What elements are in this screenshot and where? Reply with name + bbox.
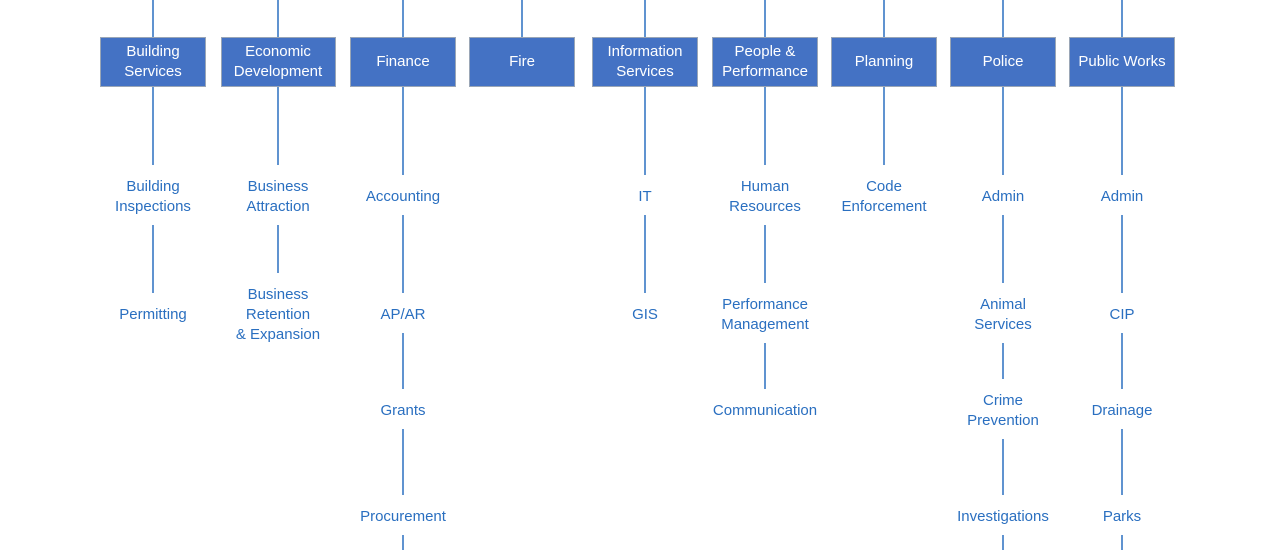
department-box-information-services: Information Services <box>592 37 698 87</box>
unit-label-code-enforcement: Code Enforcement <box>841 178 927 215</box>
department-box-finance: Finance <box>350 37 456 87</box>
unit-label-business-retention-and-expansion: Business Retention & Expansion <box>235 286 321 343</box>
unit-label-human-resources: Human Resources <box>729 178 801 215</box>
unit-label-crime-prevention: Crime Prevention <box>967 392 1039 429</box>
unit-label-gis: GIS <box>632 306 658 323</box>
unit-label-communication: Communication <box>712 402 818 419</box>
department-box-police: Police <box>950 37 1056 87</box>
unit-label-animal-services: Animal Services <box>974 296 1032 333</box>
department-box-building-services: Building Services <box>100 37 206 87</box>
unit-label-permitting: Permitting <box>119 306 187 323</box>
unit-label-grants: Grants <box>380 402 426 419</box>
unit-label-ap-ar: AP/AR <box>380 306 426 323</box>
unit-label-business-attraction: Business Attraction <box>246 178 310 215</box>
department-box-fire: Fire <box>469 37 575 87</box>
unit-label-drainage: Drainage <box>1091 402 1153 419</box>
unit-label-admin: Admin <box>1100 188 1144 205</box>
unit-label-procurement: Procurement <box>360 508 446 525</box>
unit-label-accounting: Accounting <box>365 188 441 205</box>
department-box-people-and-performance: People & Performance <box>712 37 818 87</box>
department-box-planning: Planning <box>831 37 937 87</box>
unit-label-parks: Parks <box>1102 508 1142 525</box>
unit-label-admin: Admin <box>981 188 1025 205</box>
department-box-economic-development: Economic Development <box>220 37 336 87</box>
unit-label-cip: CIP <box>1109 306 1135 323</box>
unit-label-performance-management: Performance Management <box>721 296 809 333</box>
unit-label-investigations: Investigations <box>957 508 1049 525</box>
unit-label-it: IT <box>638 188 652 205</box>
department-box-public-works: Public Works <box>1069 37 1175 87</box>
unit-label-building-inspections: Building Inspections <box>115 178 191 215</box>
